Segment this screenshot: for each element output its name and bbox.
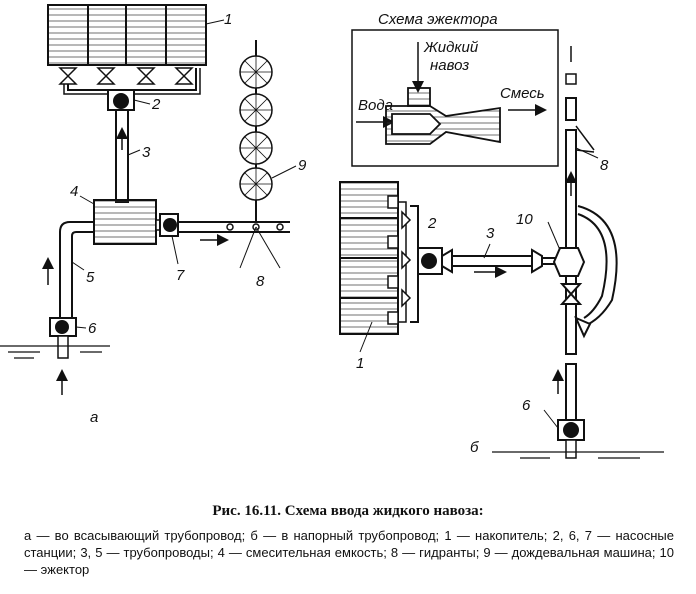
figure-caption-legend: а — во всасывающий трубопровод; б — в на…: [24, 528, 674, 577]
callout-10-b: 10: [516, 211, 533, 228]
pump-station-6-a: [49, 317, 77, 359]
pipeline-5-a: [59, 221, 94, 320]
hydrants-b: [565, 46, 595, 153]
pipeline-3-b: [441, 248, 562, 278]
callouts-a: 1 2 3 4 5 6 7 8 9: [70, 11, 307, 337]
pump-station-2-a: [107, 89, 135, 111]
mixing-tank-4: [93, 199, 157, 245]
panel-b: 1 2 3 6 8 10 б: [339, 46, 664, 459]
water-source-b: [492, 451, 664, 459]
pressure-pipe-a: [178, 221, 290, 246]
water-label: Вода: [358, 97, 393, 114]
sprinkler-machine-9: [239, 40, 273, 222]
ejector-title: Схема эжектора: [378, 11, 498, 28]
callout-8-b: 8: [600, 157, 609, 174]
pipeline-3-a: [115, 109, 129, 203]
callout-6-a: 6: [88, 320, 97, 337]
callout-4-a: 4: [70, 183, 78, 200]
callout-7-a: 7: [176, 267, 185, 284]
ejector-inset: Схема эжектора Жидкий навоз Вода Смесь: [351, 11, 559, 167]
mixture-label: Смесь: [500, 85, 545, 102]
callout-9-a: 9: [298, 157, 307, 174]
callout-5-a: 5: [86, 269, 95, 286]
callout-1-b: 1: [356, 355, 364, 372]
callout-2-a: 2: [151, 96, 161, 113]
callouts-b: 1 2 3 6 8 10: [356, 147, 609, 429]
pump-station-2-b: [417, 247, 443, 275]
callout-3-b: 3: [486, 225, 495, 242]
liquid-manure-label-line2: навоз: [430, 57, 469, 74]
figure-caption-title: Рис. 16.11. Схема ввода жидкого навоза:: [212, 503, 484, 519]
ejector-nozzle: [385, 87, 501, 145]
panel-a: 1 2 3 4 5 6 7 8 9 а: [0, 4, 307, 426]
liquid-manure-label-line1: Жидкий: [423, 39, 479, 56]
callout-3-a: 3: [142, 144, 151, 161]
panel-label-b: б: [470, 439, 479, 456]
water-source-a: [0, 345, 110, 359]
pump-station-7-a: [159, 213, 179, 237]
ejector-10: [552, 247, 586, 277]
bypass-pipe-b: [574, 205, 618, 339]
callout-6-b: 6: [522, 397, 531, 414]
storage-tank-a: [47, 4, 207, 95]
manure-input-diagram: 1 2 3 4 5 6 7 8 9 а Схема эжектора Жидки…: [0, 4, 664, 459]
panel-label-a: а: [90, 409, 98, 426]
storage-tank-b: [339, 181, 419, 335]
pump-station-6-b: [557, 419, 585, 459]
callout-8-a: 8: [256, 273, 265, 290]
callout-1-a: 1: [224, 11, 232, 28]
callout-2-b: 2: [427, 215, 437, 232]
